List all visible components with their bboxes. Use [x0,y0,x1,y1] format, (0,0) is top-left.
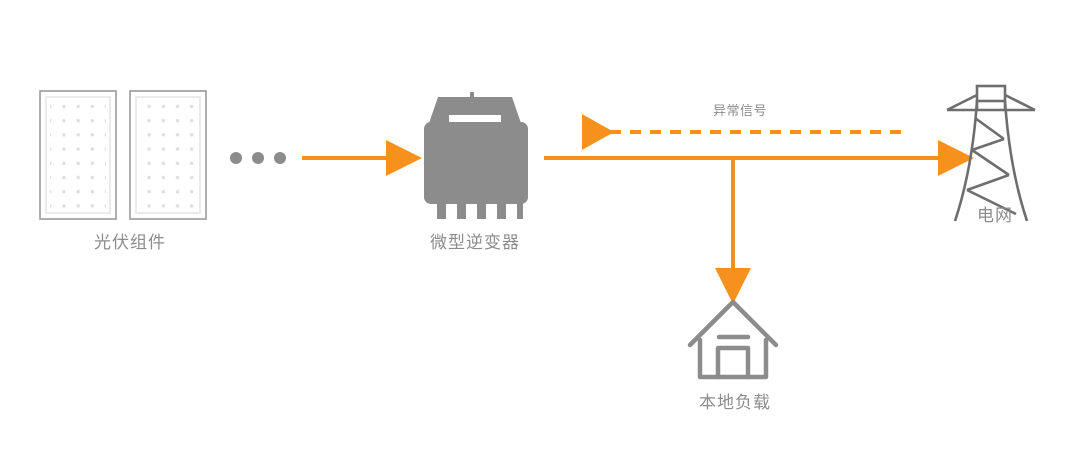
ellipsis-dots-icon [230,152,286,164]
node-label-pv: 光伏组件 [94,233,166,252]
flow-label-abnormal-signal: 异常信号 [712,103,767,118]
transmission-tower-icon [946,84,1036,222]
house-icon [687,299,779,380]
node-label-grid: 电网 [977,206,1013,225]
node-label-load: 本地负载 [699,393,771,412]
solar-panel-icon [39,90,117,220]
solar-panel-icon-secondary [129,90,207,220]
microinverter-icon [424,92,528,219]
node-label-inverter: 微型逆变器 [430,233,520,252]
